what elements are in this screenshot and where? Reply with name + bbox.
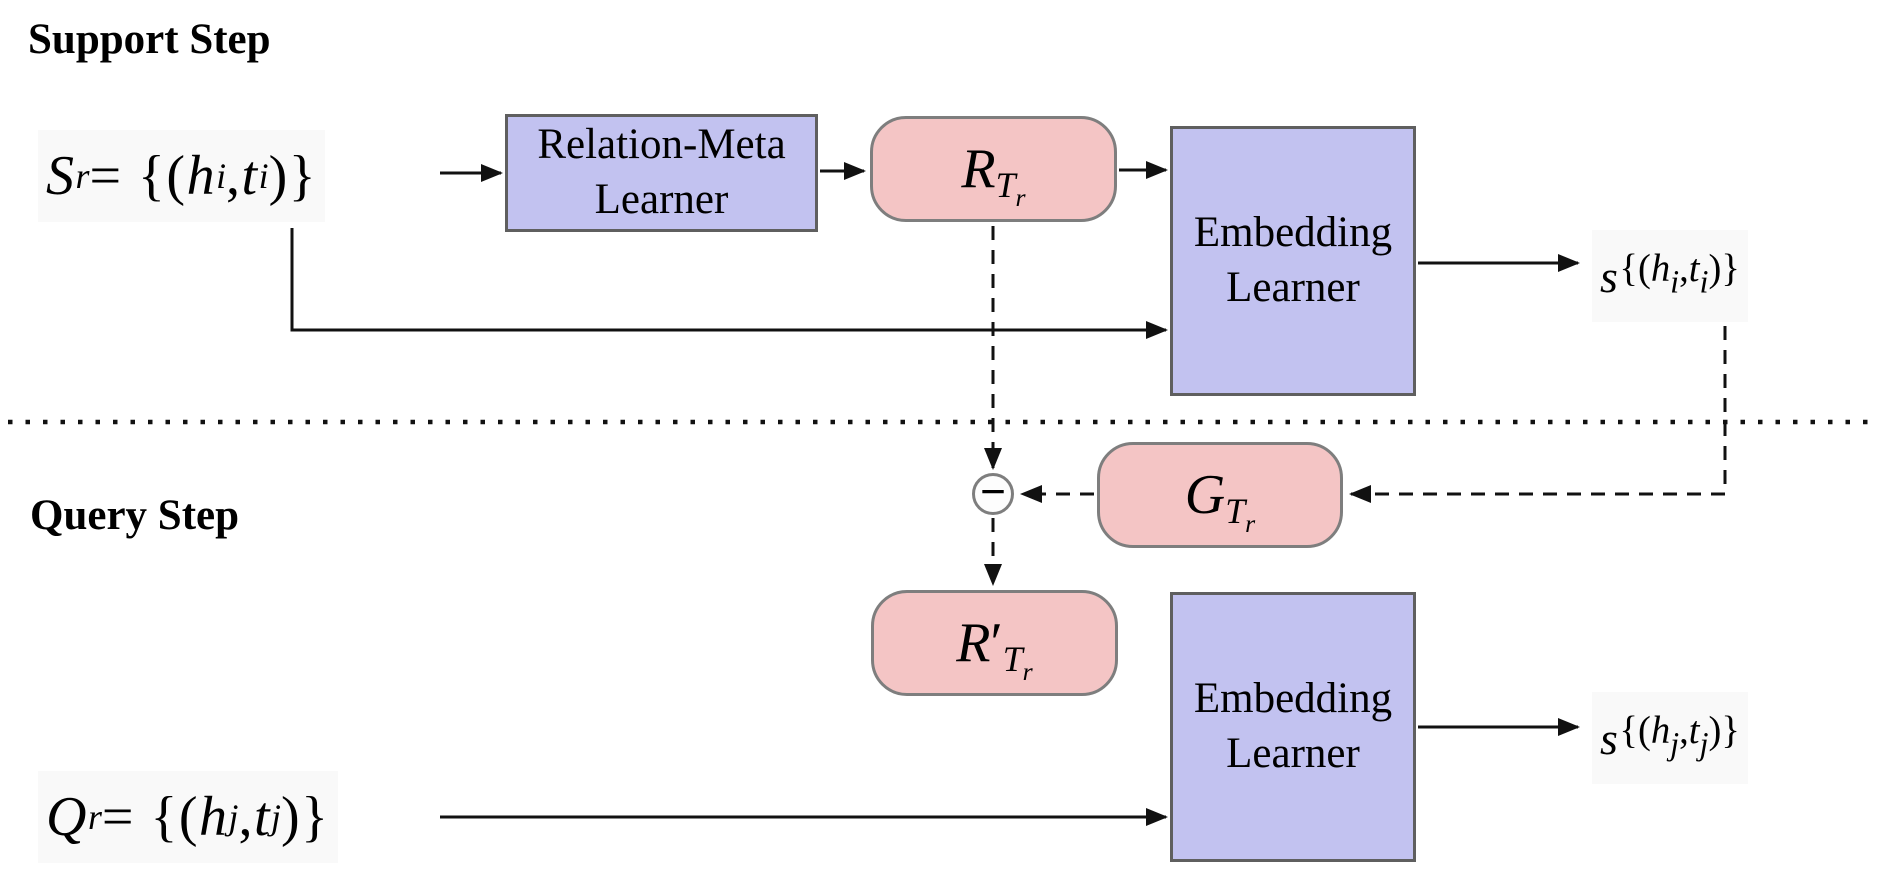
support-step-title: Support Step xyxy=(28,16,271,63)
query-score-formula: s{(hj,tj)} xyxy=(1592,692,1748,784)
gradient-meta-label: GTr xyxy=(1184,464,1256,539)
arrow-support-pairs-to-embedding-learner xyxy=(290,228,1168,339)
embedding-learner-query-box: Embedding Learner xyxy=(1170,592,1416,862)
updated-relation-meta-node: R′Tr xyxy=(871,590,1118,696)
relation-meta-learner-label: Relation-Meta Learner xyxy=(537,121,786,223)
dashed-arrow-support-score-to-gradient xyxy=(1349,326,1727,503)
gradient-meta-node: GTr xyxy=(1097,442,1343,548)
embedding-learner-support-label: Embedding Learner xyxy=(1193,209,1393,311)
query-step-title: Query Step xyxy=(30,492,240,539)
embedding-learner-query-label: Embedding Learner xyxy=(1193,675,1393,777)
updated-relation-meta-label: R′Tr xyxy=(956,612,1033,687)
relation-meta-learner-box: Relation-Meta Learner xyxy=(505,114,818,232)
relation-meta-node: RTr xyxy=(870,116,1117,222)
support-score-formula: s{(hi,ti)} xyxy=(1592,230,1748,322)
relation-meta-label: RTr xyxy=(961,138,1026,213)
minus-operator-node: − xyxy=(972,469,1014,515)
embedding-learner-support-box: Embedding Learner xyxy=(1170,126,1416,396)
